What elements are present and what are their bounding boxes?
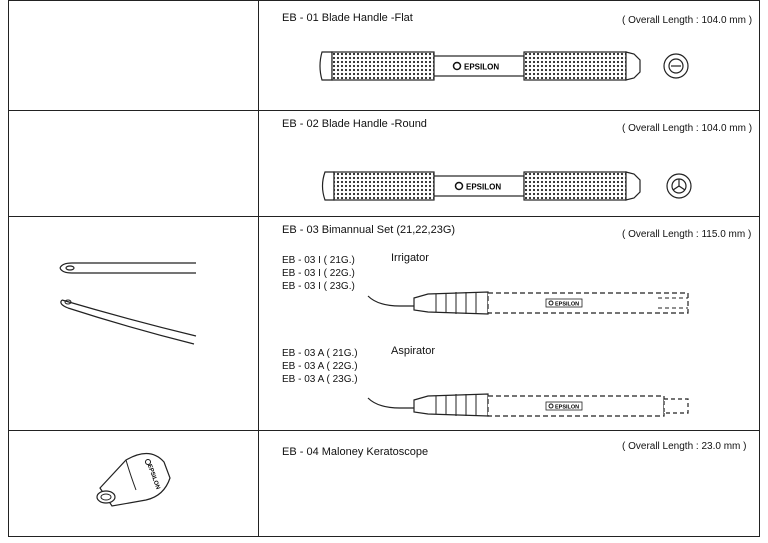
overall-length: ( Overall Length : 104.0 mm ) [622, 123, 753, 134]
aspirator-code: EB - 03 A ( 23G.) [282, 374, 358, 385]
row-divider [8, 216, 760, 217]
column-divider [8, 0, 9, 537]
overall-length: ( Overall Length : 23.0 mm ) [622, 441, 747, 452]
aspirator-label: Aspirator [391, 345, 436, 357]
irrigator-code: EB - 03 I ( 22G.) [282, 268, 355, 279]
irrigator-code: EB - 03 I ( 23G.) [282, 281, 355, 292]
overall-length: ( Overall Length : 104.0 mm ) [622, 15, 753, 26]
row-divider [8, 0, 760, 1]
row-divider [8, 110, 760, 111]
item-title: EB - 03 Bimannual Set (21,22,23G) [282, 224, 456, 236]
aspirator-code: EB - 03 A ( 22G.) [282, 361, 358, 372]
overall-length: ( Overall Length : 115.0 mm ) [622, 229, 752, 240]
item-title: EB - 01 Blade Handle -Flat [282, 12, 413, 24]
catalog-table [8, 0, 768, 543]
column-divider [759, 0, 760, 537]
brand-label: EPSILON [464, 63, 499, 72]
row-divider [8, 536, 760, 537]
brand-label: EPSILON [555, 302, 579, 308]
brand-label: EPSILON [555, 405, 579, 411]
item-title: EB - 04 Maloney Keratoscope [282, 446, 429, 458]
aspirator-code: EB - 03 A ( 21G.) [282, 348, 358, 359]
irrigator-code: EB - 03 I ( 21G.) [282, 255, 355, 266]
row-divider [8, 430, 760, 431]
irrigator-label: Irrigator [391, 252, 429, 264]
brand-label: EPSILON [466, 183, 501, 192]
item-title: EB - 02 Blade Handle -Round [282, 118, 427, 130]
column-divider [258, 0, 259, 537]
